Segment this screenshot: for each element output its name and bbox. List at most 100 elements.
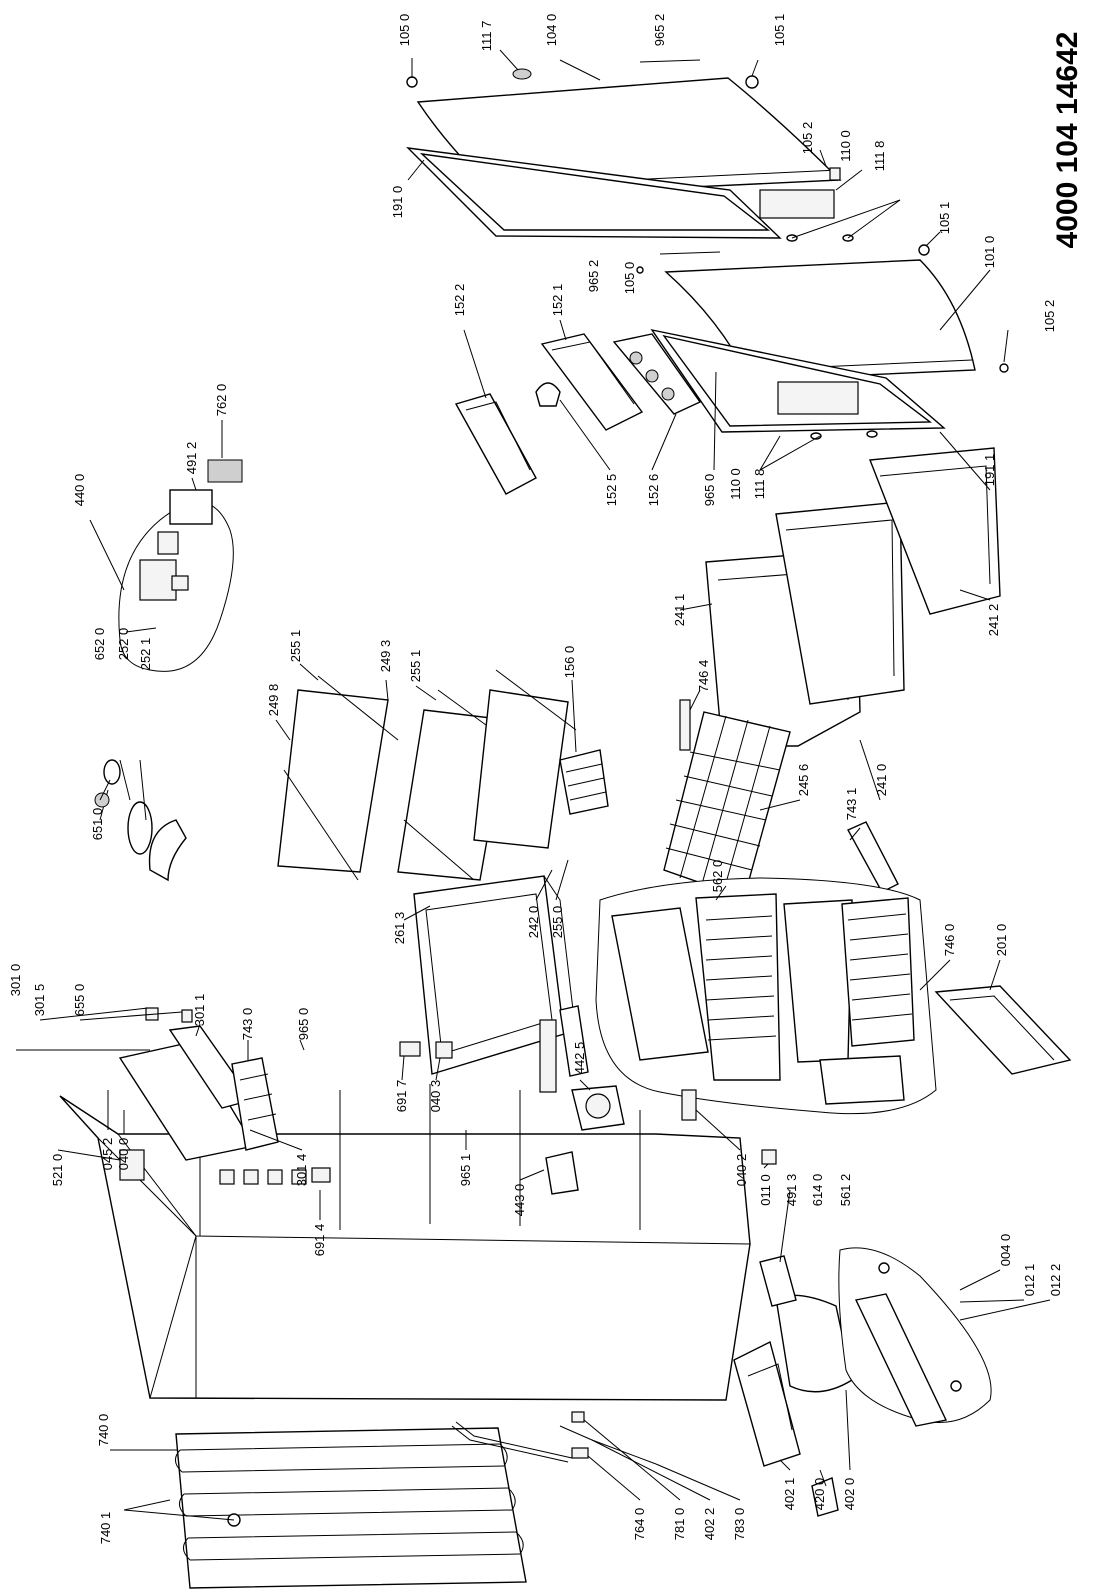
part-number-text: 740 1	[98, 1511, 113, 1545]
part-number-text: 420 0	[812, 1477, 827, 1511]
part-number-text: 561 2	[838, 1173, 853, 1207]
part-number-text: 965 2	[652, 13, 667, 47]
part-number-text: 105 2	[800, 121, 815, 155]
part-number-text: 012 2	[1048, 1263, 1063, 1297]
freezer-drawer-241-2	[869, 447, 1001, 615]
compressor-cover	[733, 1340, 801, 1467]
part-number-text: 249 8	[266, 683, 281, 717]
part-number-text: 783 0	[732, 1507, 747, 1541]
part-number-text: 301 4	[294, 1153, 309, 1187]
part-number-text: 040 3	[428, 1079, 443, 1113]
capillary-781-0	[571, 1411, 585, 1423]
fan-motor	[571, 1085, 625, 1131]
part-number-text: 152 6	[646, 473, 661, 507]
part-number-text: 111 7	[479, 20, 494, 52]
part-number-text: 111 8	[752, 468, 767, 500]
part-number-text: 105 1	[772, 13, 787, 47]
part-number-text: 004 0	[998, 1233, 1013, 1267]
cabinet	[59, 1084, 751, 1401]
part-number-text: 402 1	[782, 1477, 797, 1511]
part-number-text: 614 0	[810, 1173, 825, 1207]
part-number-text: 110 0	[838, 130, 853, 162]
light-cover	[231, 1057, 279, 1151]
glass-shelf-255-0	[473, 669, 577, 849]
relay-420-0	[811, 1477, 839, 1517]
part-number-text: 040 0	[116, 1137, 131, 1171]
part-number-text: 764 0	[632, 1507, 647, 1541]
part-number-text: 110 0	[728, 468, 743, 500]
part-number-text: 301 1	[192, 993, 207, 1027]
wire-shelf	[663, 699, 791, 899]
freezer-drawer-241-0	[775, 501, 905, 705]
part-number-text: 965 1	[458, 1153, 473, 1187]
upper-hinge	[406, 75, 854, 274]
part-number-text: 521 0	[50, 1153, 65, 1187]
part-number-text: 152 5	[604, 473, 619, 507]
part-number-text: 652 0	[92, 627, 107, 661]
part-number-text: 045 2	[100, 1137, 115, 1171]
part-number-text: 105 2	[1042, 299, 1057, 333]
part-number-text: 261 3	[392, 911, 407, 945]
part-number-text: 743 0	[240, 1007, 255, 1041]
part-number-text: 105 1	[937, 201, 952, 235]
heater-strip	[559, 1005, 589, 1077]
part-number-text: 156 0	[562, 645, 577, 679]
compressor-tray-blob	[838, 1247, 992, 1427]
part-number-text: 111 8	[872, 140, 887, 172]
part-number-text: 491 3	[784, 1173, 799, 1207]
part-number-text: 012 1	[1022, 1263, 1037, 1297]
part-number-text: 249 3	[378, 639, 393, 673]
part-number-text: 762 0	[214, 383, 229, 417]
part-number-text: 402 0	[842, 1477, 857, 1511]
part-number-text: 101 0	[982, 235, 997, 269]
part-number-text: 562 0	[710, 859, 725, 893]
part-number-text: 252 1	[138, 637, 153, 671]
part-number-text: 105 0	[397, 13, 412, 47]
leader-lines	[16, 49, 1051, 1521]
part-number-text: 655 0	[72, 983, 87, 1017]
part-number-text: 104 0	[544, 13, 559, 47]
part-number-text: 105 0	[622, 261, 637, 295]
glass-shelf-249-8	[277, 675, 399, 881]
part-number-text: 781 0	[672, 1507, 687, 1541]
part-number-text: 402 2	[702, 1507, 717, 1541]
part-number-text: 965 0	[296, 1007, 311, 1041]
control-module-group	[118, 459, 243, 672]
part-number-text: 743 1	[844, 787, 859, 821]
bottle-clip-152-5	[535, 382, 561, 407]
part-number-text: 746 0	[942, 923, 957, 957]
part-number-text: 241 2	[986, 603, 1001, 637]
part-number-text: 191 1	[982, 453, 997, 487]
part-number-text: 191 0	[390, 185, 405, 219]
ice-tray	[559, 749, 609, 815]
part-number-text: 442 5	[572, 1041, 587, 1075]
part-number-text: 301 0	[8, 963, 23, 997]
bracket-201-0	[934, 985, 1072, 1075]
part-number-text: 740 0	[96, 1413, 111, 1447]
clip-691-7	[399, 1041, 421, 1057]
part-number-text: 691 7	[394, 1079, 409, 1113]
foot-011-0	[761, 1149, 777, 1165]
flap-743-1	[847, 821, 899, 893]
door-balcony-152-1	[540, 333, 644, 431]
part-number-text: 440 0	[72, 473, 87, 507]
part-number-text: 651 0	[90, 807, 105, 841]
fan-blade	[545, 1151, 579, 1195]
part-number-text: 241 0	[874, 763, 889, 797]
crisper-drawer	[413, 875, 579, 1093]
drier-764-0	[571, 1447, 589, 1459]
part-number-text: 301 5	[32, 983, 47, 1017]
part-number-text: 491 2	[184, 441, 199, 475]
part-number-text: 201 0	[994, 923, 1009, 957]
upper-door-gasket	[406, 147, 782, 239]
part-number-text: 252 0	[116, 627, 131, 661]
part-number-text: 245 6	[796, 763, 811, 797]
part-number-text: 443 0	[512, 1183, 527, 1217]
compressor	[759, 1255, 853, 1393]
connector-040-2	[681, 1089, 697, 1121]
part-number-text: 255 1	[408, 649, 423, 683]
document-number-text: 4000 104 14642	[1051, 31, 1084, 249]
